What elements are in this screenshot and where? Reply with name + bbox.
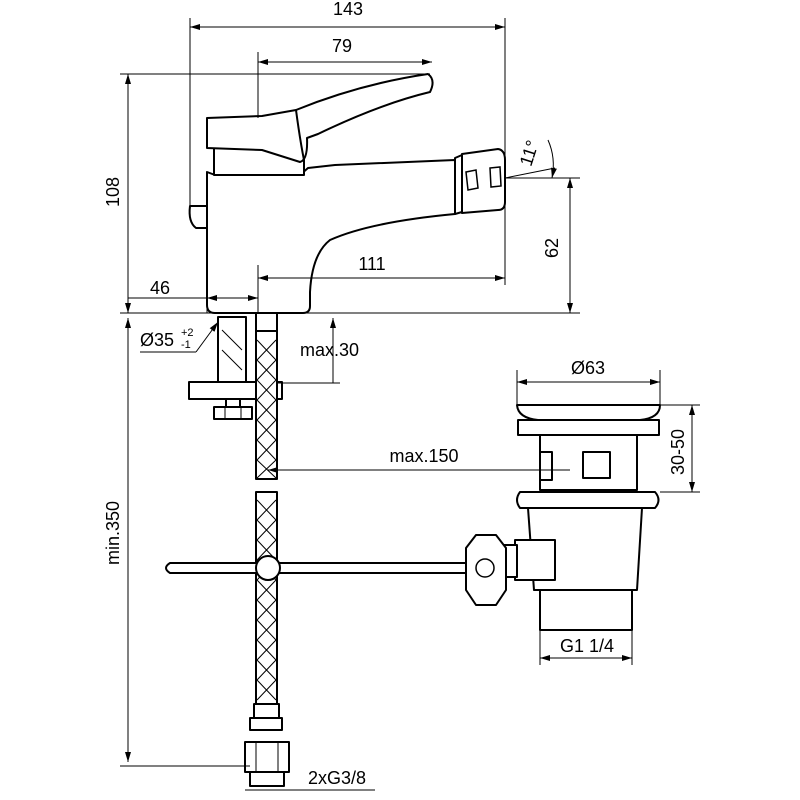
label-108: 108 xyxy=(103,177,123,207)
label-63-diameter: Ø63 xyxy=(571,358,605,378)
label-35-diameter: Ø35 xyxy=(140,330,174,350)
label-35-tol-plus: +2 xyxy=(181,327,194,339)
label-30-50: 30-50 xyxy=(668,429,688,475)
label-143: 143 xyxy=(333,0,363,19)
label-11-degree: 11° xyxy=(516,138,543,169)
label-111: 111 xyxy=(358,254,385,274)
label-35-tol-minus: -1 xyxy=(181,339,191,351)
dimension-lines xyxy=(125,24,695,791)
dimension-labels: 143 79 108 11° 62 111 46 Ø35 +2 -1 max.3… xyxy=(103,0,688,788)
pop-up-waste xyxy=(465,404,661,631)
faucet xyxy=(188,73,506,314)
label-g1-1-4: G1 1/4 xyxy=(560,636,614,656)
mounting-hardware xyxy=(188,316,283,420)
label-2xg3-8: 2xG3/8 xyxy=(308,768,366,788)
label-max150: max.150 xyxy=(389,446,458,466)
label-79: 79 xyxy=(332,36,352,56)
label-46: 46 xyxy=(150,278,170,298)
label-62: 62 xyxy=(542,238,562,258)
label-min350: min.350 xyxy=(103,501,123,565)
label-max30: max.30 xyxy=(300,340,359,360)
dim-arc-11 xyxy=(547,139,557,179)
lift-rod xyxy=(165,555,491,581)
